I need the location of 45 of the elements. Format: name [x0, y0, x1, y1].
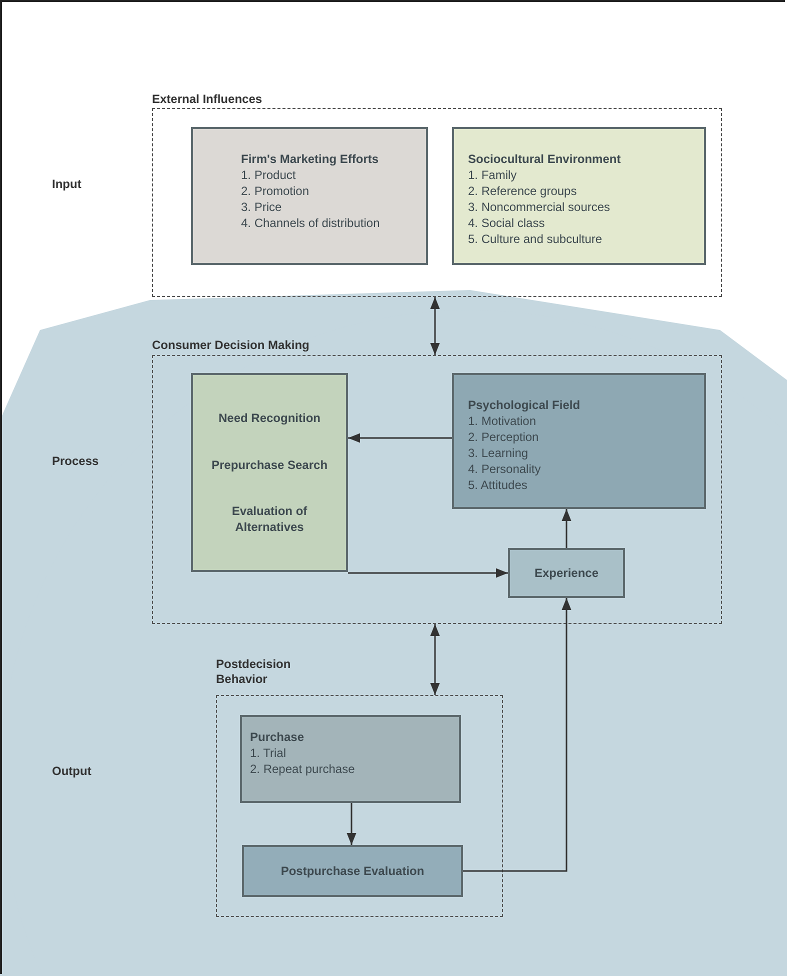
box-heading: Firm's Marketing Efforts	[241, 151, 380, 167]
arrow	[348, 568, 508, 578]
stage-label: Output	[52, 764, 92, 778]
box-heading: Postpurchase Evaluation	[280, 863, 426, 879]
box-heading: Experience	[533, 565, 600, 581]
arrow	[562, 509, 572, 548]
box-heading: Evaluation of Alternatives	[230, 503, 308, 536]
group-heading: Postdecision Behavior	[216, 657, 292, 687]
stage-label: Input	[52, 177, 82, 191]
list-item: 2. Promotion	[241, 183, 310, 199]
list-item: 2. Reference groups	[468, 183, 578, 199]
list-item: 3. Learning	[468, 445, 530, 461]
arrow	[346, 803, 356, 845]
box-heading: Psychological Field	[468, 397, 582, 413]
list-item: 4. Personality	[468, 461, 542, 477]
list-item: 4. Social class	[468, 215, 546, 231]
list-item: 3. Price	[241, 199, 283, 215]
process-box	[452, 373, 706, 509]
process-box	[508, 548, 625, 598]
list-item: 1. Trial	[250, 745, 288, 761]
process-box	[240, 715, 461, 803]
list-item: 1. Product	[241, 167, 297, 183]
box-heading: Sociocultural Environment	[468, 151, 622, 167]
list-item: 5. Culture and subculture	[468, 231, 604, 247]
box-heading: Prepurchase Search	[210, 456, 329, 472]
list-item: 4. Channels of distribution	[241, 215, 381, 231]
box-heading: Purchase	[250, 729, 306, 745]
process-box	[191, 127, 428, 265]
arrow	[430, 297, 440, 355]
arrow	[430, 624, 440, 695]
process-box	[242, 845, 463, 897]
list-item: 2. Repeat purchase	[250, 761, 356, 777]
group-heading: External Influences	[152, 92, 264, 107]
list-item: 2. Perception	[468, 429, 540, 445]
stage-label: Process	[52, 454, 99, 468]
process-box	[452, 127, 706, 265]
arrow	[463, 598, 572, 872]
arrow	[348, 433, 452, 443]
list-item: 3. Noncommercial sources	[468, 199, 612, 215]
list-item: 1. Family	[468, 167, 518, 183]
list-item: 1. Motivation	[468, 413, 538, 429]
list-item: 5. Attitudes	[468, 477, 528, 493]
process-box	[191, 373, 348, 572]
group-heading: Consumer Decision Making	[152, 338, 310, 353]
box-heading: Need Recognition	[217, 410, 322, 426]
